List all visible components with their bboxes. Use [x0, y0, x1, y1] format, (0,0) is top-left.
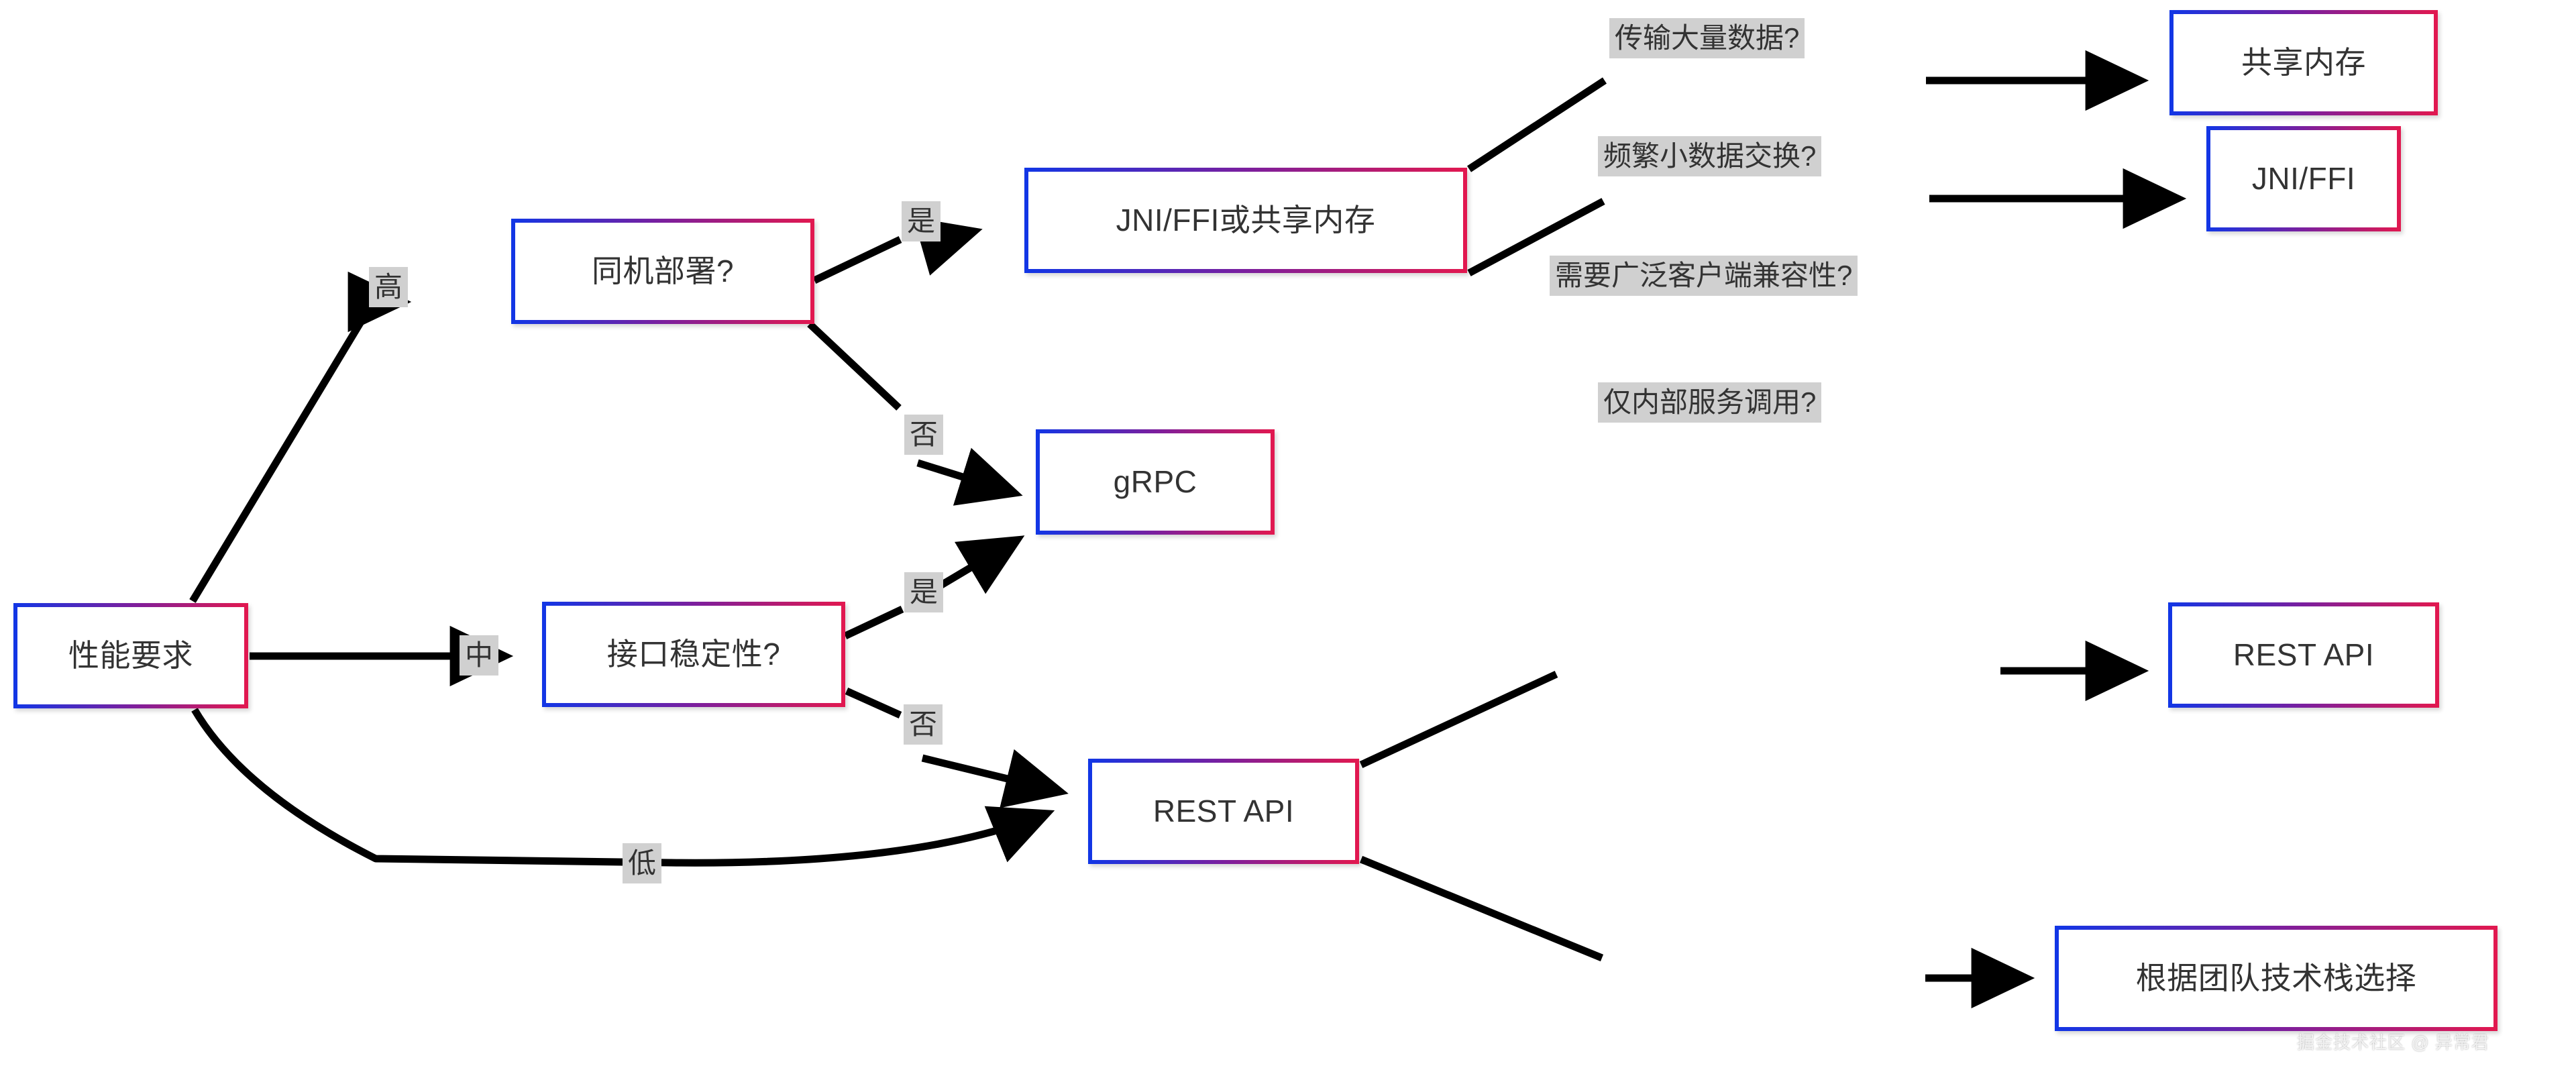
node-jni-ffi[interactable]: JNI/FFI — [2206, 126, 2401, 231]
node-grpc[interactable]: gRPC — [1036, 429, 1275, 535]
edge-label-frequent-small-data: 频繁小数据交换? — [1598, 136, 1822, 177]
edge-label-yes-colocate: 是 — [902, 201, 941, 242]
edge-label-low: 低 — [623, 843, 662, 884]
node-label: 共享内存 — [2241, 45, 2366, 80]
edge-label-internal-service-only: 仅内部服务调用? — [1598, 382, 1822, 423]
node-label: REST API — [2233, 637, 2375, 673]
edge-perf-to-rest-mid — [191, 708, 1055, 867]
edge-label-no-interface: 否 — [904, 704, 943, 745]
edge-rest-mid-to-team-stack — [1359, 855, 2026, 978]
edge-label-broad-client-compat: 需要广泛客户端兼容性? — [1550, 256, 1858, 297]
node-label: 根据团队技术栈选择 — [2135, 961, 2417, 996]
node-label: gRPC — [1113, 464, 1197, 500]
node-jni-shm[interactable]: JNI/FFI或共享内存 — [1024, 168, 1467, 273]
node-interface-stability[interactable]: 接口稳定性? — [542, 602, 845, 707]
node-perf[interactable]: 性能要求 — [13, 603, 248, 708]
edge-jni-shm-to-shm — [1466, 80, 2140, 172]
edge-label-medium: 中 — [460, 635, 499, 676]
node-label: JNI/FFI — [2251, 161, 2356, 197]
node-label: REST API — [1152, 794, 1295, 829]
edge-colocate-to-grpc — [807, 321, 1014, 493]
node-rest-api-middle[interactable]: REST API — [1088, 759, 1359, 864]
edge-perf-to-colocate — [189, 271, 412, 603]
edge-iface-to-rest-mid — [845, 687, 1060, 792]
node-label: 同机部署? — [591, 254, 735, 289]
edge-label-large-data-transfer: 传输大量数据? — [1609, 18, 1805, 59]
watermark: 掘金技术社区 @ 异常君 — [2297, 1032, 2489, 1053]
node-label: 性能要求 — [68, 638, 193, 674]
edge-label-no-colocate: 否 — [904, 415, 944, 455]
edge-label-high: 高 — [369, 267, 409, 308]
node-label: JNI/FFI或共享内存 — [1116, 203, 1376, 238]
edge-rest-mid-to-rest-right — [1359, 671, 2140, 768]
node-colocate[interactable]: 同机部署? — [511, 219, 814, 324]
node-label: 接口稳定性? — [606, 637, 781, 672]
edge-colocate-to-jni-shm — [812, 231, 974, 280]
node-rest-api-right[interactable]: REST API — [2168, 602, 2439, 708]
edge-jni-shm-to-jni — [1467, 199, 2178, 276]
node-shared-memory[interactable]: 共享内存 — [2169, 10, 2438, 115]
edge-iface-to-grpc — [843, 540, 1017, 639]
node-team-stack-choice[interactable]: 根据团队技术栈选择 — [2055, 926, 2498, 1031]
edge-label-yes-interface: 是 — [904, 572, 944, 613]
